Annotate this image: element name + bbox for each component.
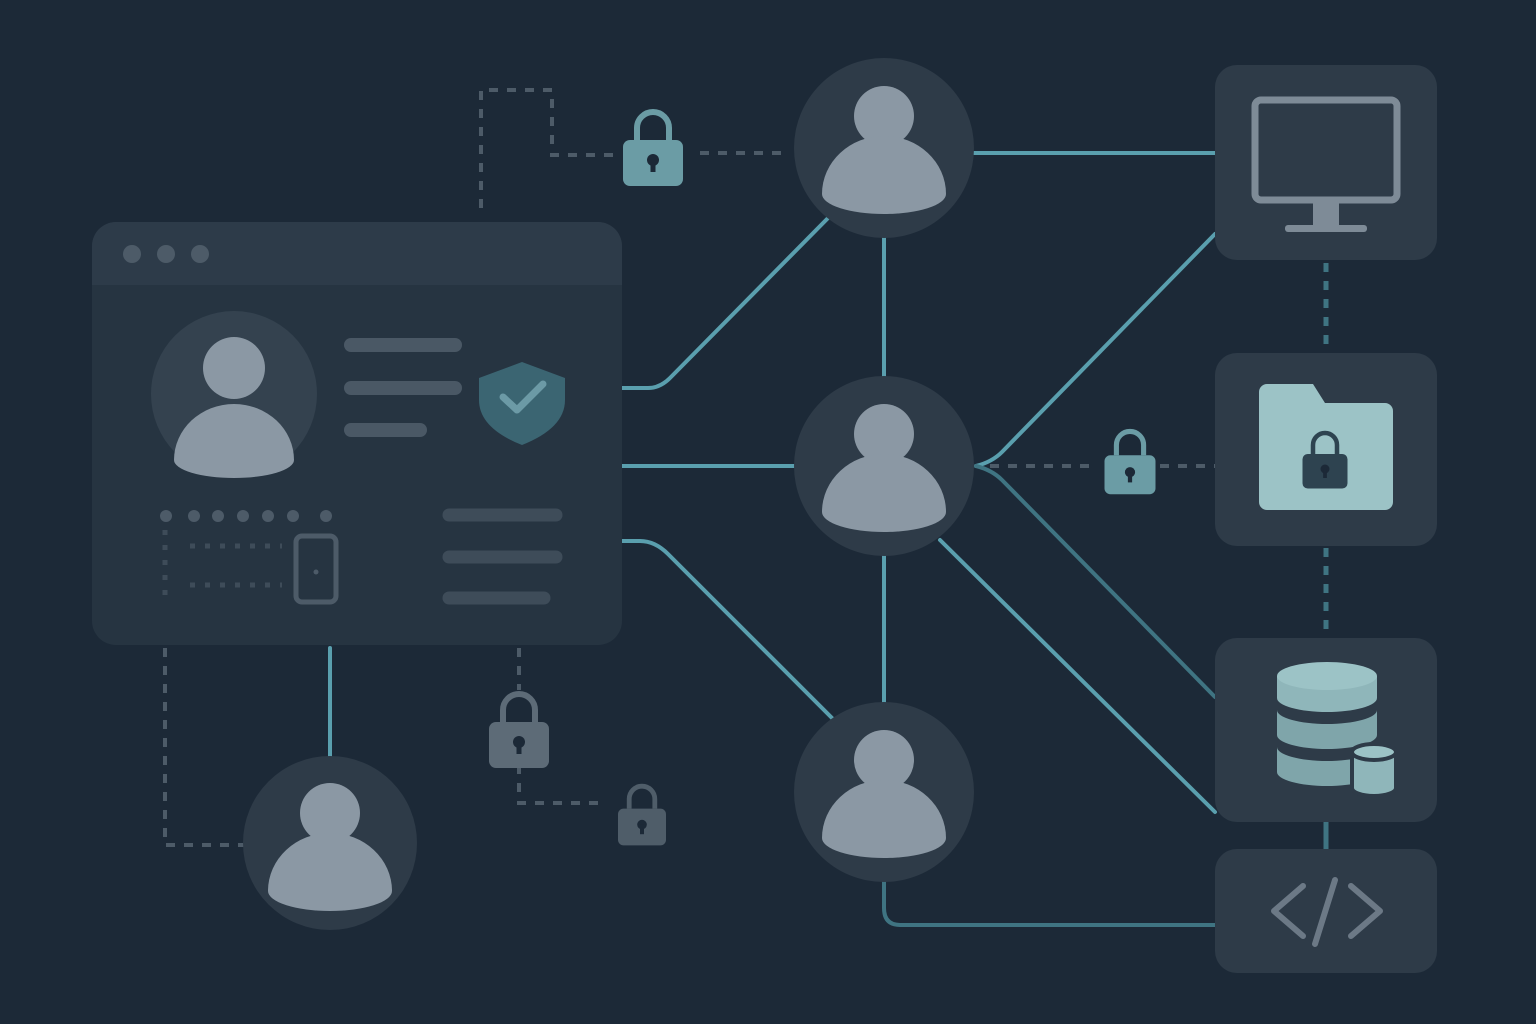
link-node-database-lower xyxy=(938,538,1217,814)
code-brackets-icon xyxy=(1271,877,1383,947)
user-node-middle[interactable] xyxy=(794,376,974,556)
window-titlebar xyxy=(92,222,622,285)
resource-folder[interactable] xyxy=(1215,353,1437,546)
link-panel-node-bottom xyxy=(620,539,834,720)
profile-avatar xyxy=(151,311,317,478)
resource-code[interactable] xyxy=(1215,849,1437,973)
user-node-top[interactable] xyxy=(794,58,974,238)
link-panel-node-top xyxy=(620,212,834,390)
user-node-left[interactable] xyxy=(243,756,417,930)
profile-window xyxy=(92,222,622,645)
detail-text-lines xyxy=(442,508,563,605)
resource-database[interactable] xyxy=(1215,638,1437,822)
password-dots xyxy=(160,510,332,522)
link-node-database xyxy=(974,464,1217,699)
folder-lock-icon xyxy=(1259,384,1393,510)
shield-check-icon xyxy=(479,362,565,445)
user-node-bottom[interactable] xyxy=(794,702,974,882)
dashed-link-top xyxy=(479,88,615,208)
dotted-fields xyxy=(162,530,282,600)
dashed-link-lock-lock xyxy=(517,765,605,805)
solid-connectors xyxy=(328,151,1329,927)
resource-monitor[interactable] xyxy=(1215,65,1437,260)
smartphone-icon xyxy=(293,533,339,605)
monitor-icon xyxy=(1251,96,1401,232)
dashed-connectors xyxy=(163,88,1329,847)
link-node-code xyxy=(882,880,1217,927)
window-dots-icon[interactable] xyxy=(123,245,209,263)
database-icon xyxy=(1277,662,1398,798)
profile-text-lines xyxy=(344,338,462,437)
